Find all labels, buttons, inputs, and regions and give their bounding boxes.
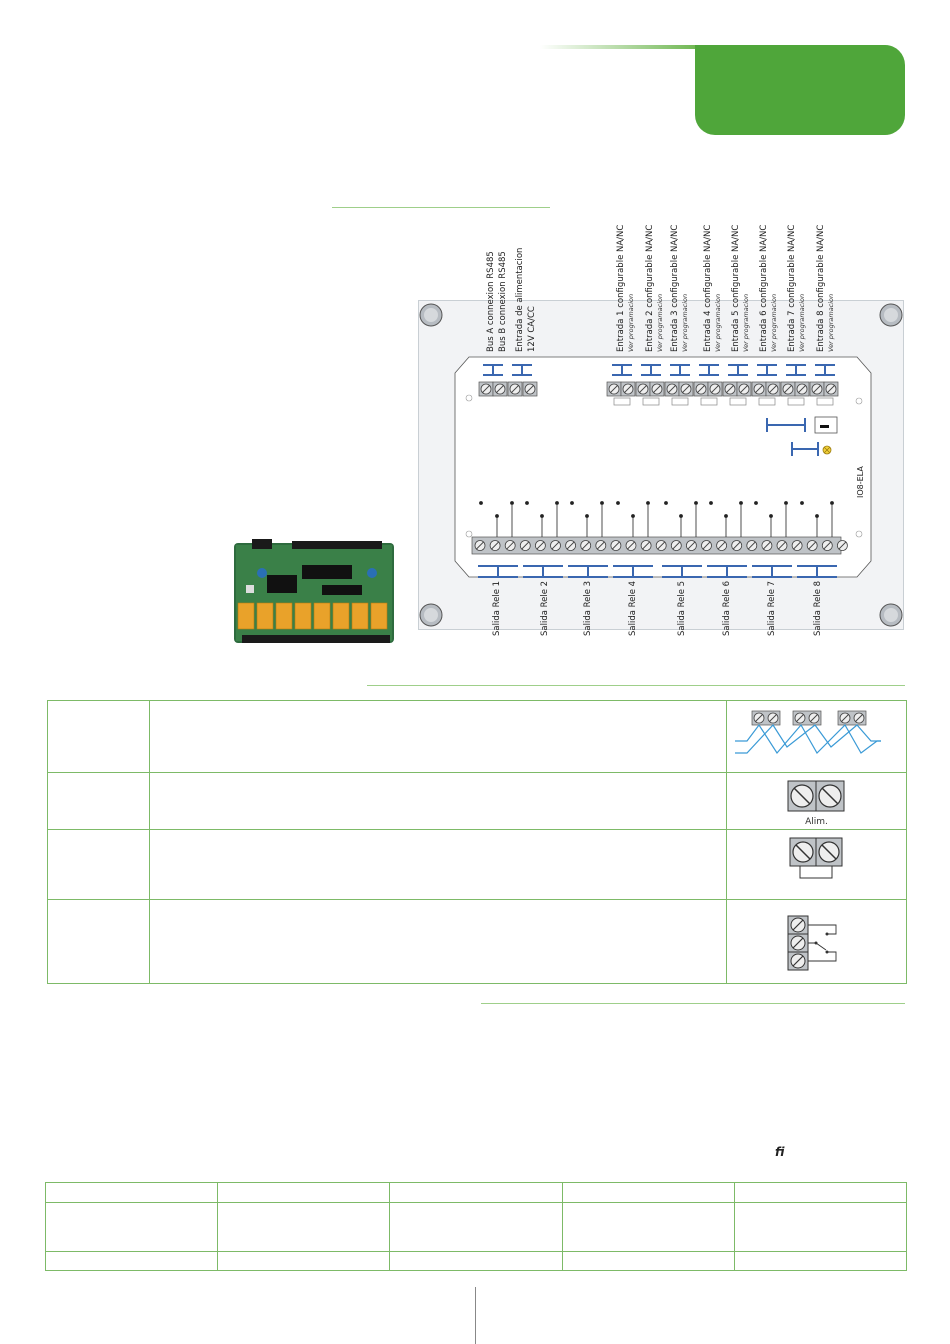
pcb-photo xyxy=(234,539,394,643)
board-diagram xyxy=(418,300,904,630)
feature-cell-title xyxy=(47,772,150,830)
spec-cell xyxy=(44,1251,219,1271)
feature-row-power: Alim. xyxy=(47,772,908,830)
label-input-2-sub: Ver programacion xyxy=(656,293,664,352)
feature-cell-desc xyxy=(148,899,727,984)
power-terminal-icon xyxy=(787,780,845,812)
features-table: Alim. xyxy=(47,700,908,984)
label-relay-2: Salida Rele 2 xyxy=(540,580,550,636)
feature-cell-title xyxy=(47,899,150,984)
label-power-voltage: 12V CA/CC xyxy=(527,306,537,352)
spec-cell xyxy=(44,1182,219,1203)
label-input-3: Entrada 3 configurable NA/NC xyxy=(670,224,680,352)
spec-cell xyxy=(44,1202,219,1252)
feature-cell-title xyxy=(47,829,150,900)
power-terminal-label: Alim. xyxy=(805,817,828,827)
label-input-2: Entrada 2 configurable NA/NC xyxy=(645,224,655,352)
label-relay-6: Salida Rele 6 xyxy=(722,580,732,636)
spec-cell xyxy=(733,1251,908,1271)
label-bus-a: Bus A connexion RS485 xyxy=(486,251,496,352)
spec-row xyxy=(44,1251,908,1271)
page-divider xyxy=(475,1287,476,1344)
label-input-8-sub: Ver programacion xyxy=(827,293,835,352)
label-input-3-sub: Ver programacion xyxy=(681,293,689,352)
header-green-tab xyxy=(695,45,905,135)
label-relay-7: Salida Rele 7 xyxy=(767,580,777,636)
spec-cell xyxy=(561,1251,735,1271)
feature-cell-icon: Alim. xyxy=(725,772,908,830)
rs485-bus-icon xyxy=(734,710,881,755)
spec-cell xyxy=(389,1202,563,1252)
label-input-4: Entrada 4 configurable NA/NC xyxy=(703,224,713,352)
label-relay-4: Salida Rele 4 xyxy=(628,580,638,636)
footnote-glyph: fi xyxy=(775,1145,785,1159)
section-rule-top xyxy=(332,207,550,208)
label-relay-1: Salida Rele 1 xyxy=(492,580,502,636)
spec-cell xyxy=(733,1182,908,1203)
label-input-6: Entrada 6 configurable NA/NC xyxy=(759,224,769,352)
label-input-5: Entrada 5 configurable NA/NC xyxy=(731,224,741,352)
label-relay-8: Salida Rele 8 xyxy=(813,580,823,636)
spec-row xyxy=(44,1202,908,1252)
label-relay-3: Salida Rele 3 xyxy=(583,580,593,636)
relay-contact-icon xyxy=(787,915,837,971)
label-bus-b: Bus B connexion RS485 xyxy=(498,251,508,352)
label-input-6-sub: Ver programacion xyxy=(770,293,778,352)
section-rule-middle xyxy=(367,685,905,686)
label-input-8: Entrada 8 configurable NA/NC xyxy=(816,224,826,352)
label-input-5-sub: Ver programacion xyxy=(742,293,750,352)
spec-header-row xyxy=(44,1182,908,1203)
spec-cell xyxy=(389,1182,563,1203)
feature-row-bus xyxy=(47,700,908,773)
header-gradient-bar xyxy=(540,45,700,49)
spec-cell xyxy=(217,1251,391,1271)
feature-cell-desc xyxy=(148,772,727,830)
feature-cell-icon xyxy=(725,700,908,773)
feature-cell-desc xyxy=(148,829,727,900)
feature-cell-icon xyxy=(725,829,908,900)
label-power-input: Entrada de alimentacion xyxy=(515,247,525,352)
spec-cell xyxy=(561,1202,735,1252)
spec-cell xyxy=(389,1251,563,1271)
board-model-label: IO8-ELA xyxy=(856,466,865,498)
spec-cell xyxy=(217,1182,391,1203)
label-input-4-sub: Ver programacion xyxy=(714,293,722,352)
spec-table xyxy=(44,1182,908,1271)
feature-row-relay xyxy=(47,899,908,984)
label-relay-5: Salida Rele 5 xyxy=(677,580,687,636)
spec-cell xyxy=(217,1202,391,1252)
spec-cell xyxy=(733,1202,908,1252)
spec-cell xyxy=(561,1182,735,1203)
input-terminal-icon xyxy=(789,837,843,879)
section-rule-bottom xyxy=(481,1003,905,1004)
board-terminals xyxy=(471,364,848,578)
feature-cell-desc xyxy=(148,700,727,773)
label-input-1-sub: Ver programacion xyxy=(627,293,635,352)
label-input-7-sub: Ver programacion xyxy=(798,293,806,352)
label-input-7: Entrada 7 configurable NA/NC xyxy=(787,224,797,352)
feature-row-input xyxy=(47,829,908,900)
feature-cell-icon xyxy=(725,899,908,984)
feature-cell-title xyxy=(47,700,150,773)
label-input-1: Entrada 1 configurable NA/NC xyxy=(616,224,626,352)
